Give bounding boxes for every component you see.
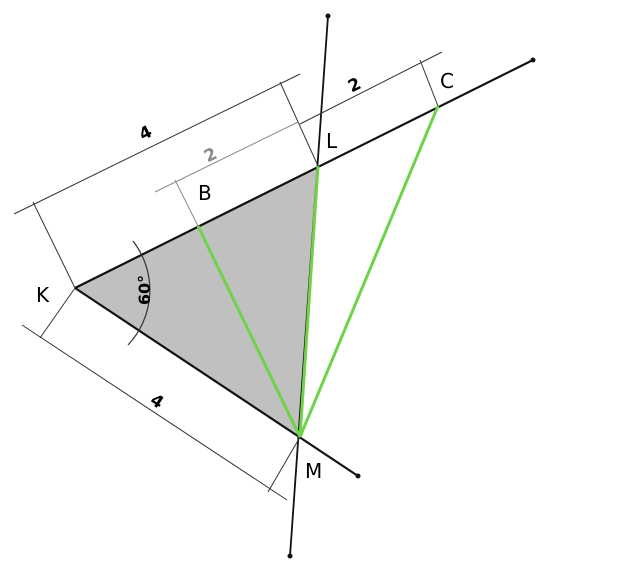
- dim-label-bl: 2: [201, 144, 220, 167]
- dimension-bl: [154, 121, 299, 227]
- dim-label-km: 4: [146, 390, 167, 413]
- point-label-l: L: [326, 129, 338, 153]
- angle-label-k: 60°: [135, 275, 154, 305]
- triangle-klm: [75, 166, 318, 437]
- dim-label-lc: 2: [345, 74, 364, 97]
- point-label-m: M: [305, 459, 322, 483]
- line-km: [74, 287, 359, 477]
- dimension-lc: [299, 51, 443, 125]
- angle-arc-k: [127, 240, 151, 346]
- line-kc: [74, 59, 534, 289]
- segment-cm: [298, 105, 440, 438]
- endpoint: [325, 13, 331, 19]
- endpoint: [355, 473, 361, 479]
- segment-bm: [196, 225, 302, 438]
- point-label-b: B: [198, 181, 212, 205]
- dimension-kl: [13, 73, 319, 289]
- point-label-c: C: [440, 69, 454, 93]
- point-label-k: K: [36, 283, 50, 307]
- dim-label-kl: 4: [136, 122, 156, 145]
- dimension-km: [21, 287, 301, 501]
- endpoint: [287, 553, 293, 559]
- endpoint: [530, 57, 536, 63]
- segment-lm: [298, 165, 320, 438]
